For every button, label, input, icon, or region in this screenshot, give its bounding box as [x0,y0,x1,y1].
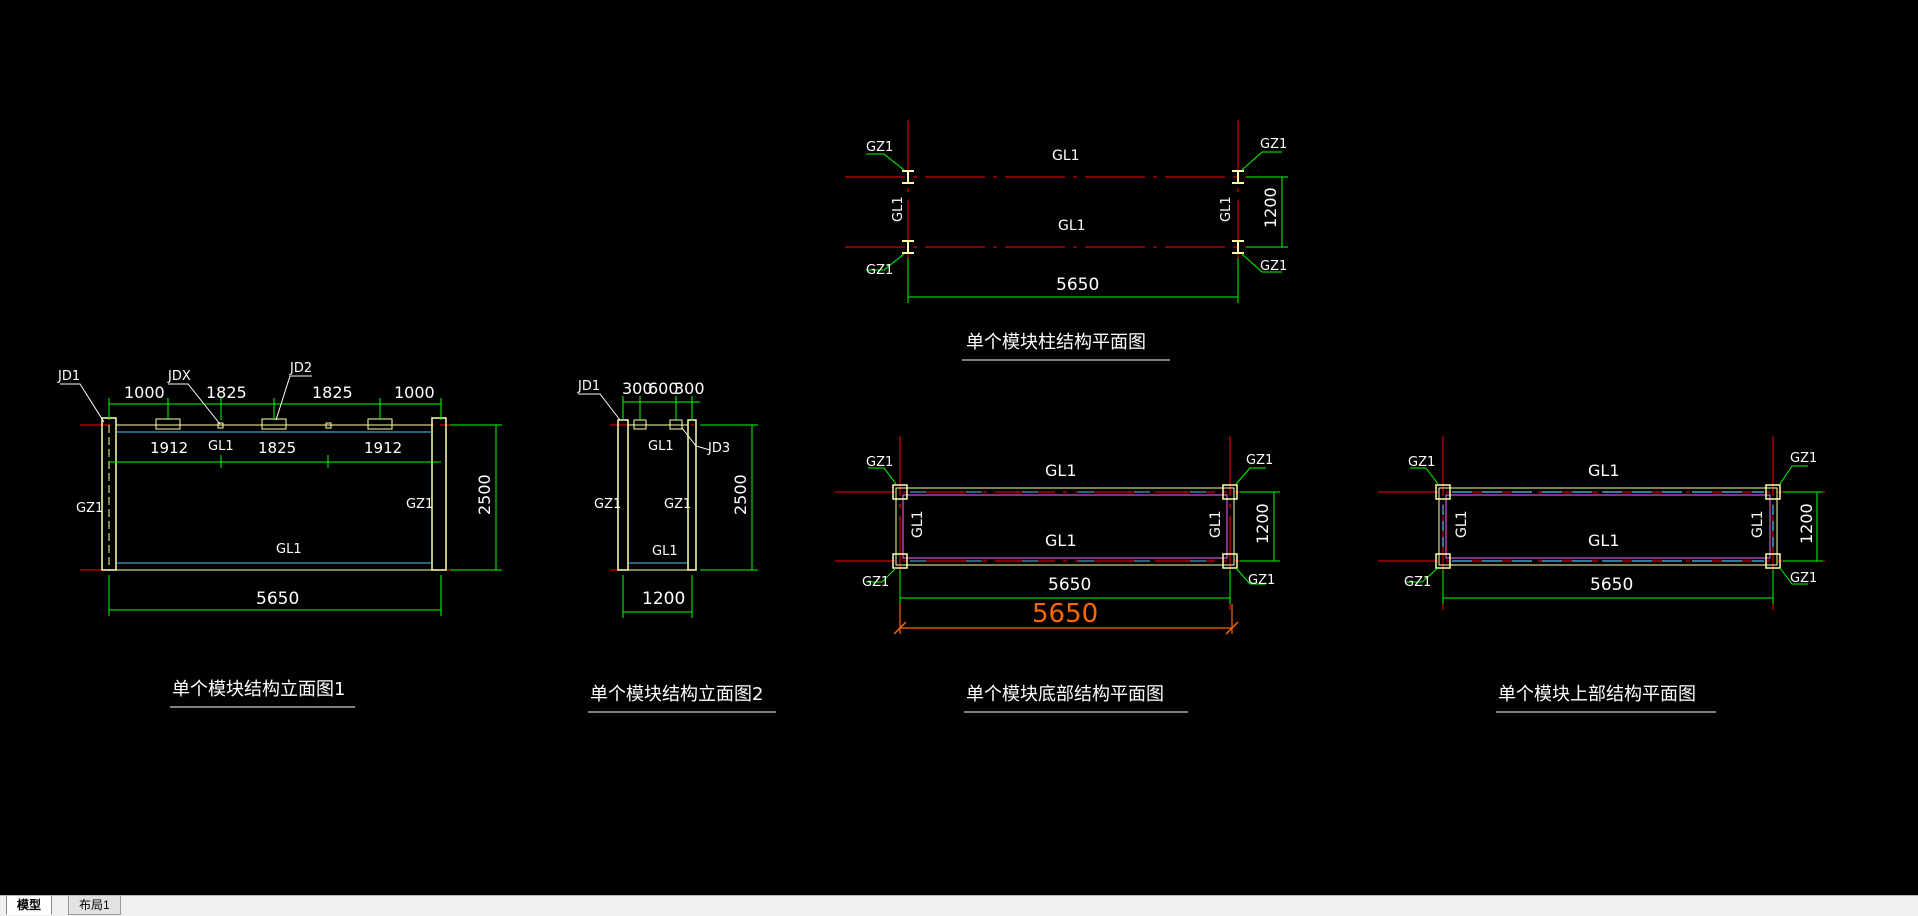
dim-5650-orange: 5650 [1032,599,1098,629]
dim-5650-tp: 5650 [1590,575,1633,595]
dim-5650-cp: 5650 [1056,275,1099,295]
label-gl1-mid-cp: GL1 [1058,218,1086,234]
dim-300-right: 300 [674,379,705,398]
label-jd1-e2: JD1 [577,379,600,394]
label-gz1-right: GZ1 [406,497,433,512]
dim-300-left: 300 [622,379,653,398]
title-bottom-plan: 单个模块底部结构平面图 [966,684,1164,705]
label-gz1-mid-e2: GZ1 [664,497,691,512]
dim-5650-bp: 5650 [1048,575,1091,595]
layout-tab-bar: 模型 布局1 [0,895,1918,916]
bottom-plan-drawing [835,436,1280,713]
label-jd1: JD1 [57,369,80,384]
label-gl1-top-cp: GL1 [1052,148,1080,164]
label-gl1-mid-bp: GL1 [1045,531,1077,550]
label-gz1-br-tp: GZ1 [1790,571,1817,586]
label-gl1-left-cp: GL1 [891,196,906,222]
label-gl1-left-tp: GL1 [1454,510,1470,538]
label-gl1-right-bp: GL1 [1208,510,1224,538]
dim-1000-left: 1000 [124,383,165,402]
title-column-plan: 单个模块柱结构平面图 [966,332,1146,353]
label-jd3: JD3 [707,441,730,456]
label-gl1-mid-tp: GL1 [1588,531,1620,550]
label-gz1-tr-cp: GZ1 [1260,137,1287,152]
label-gl1-right-tp: GL1 [1750,510,1766,538]
dim-5650: 5650 [256,589,299,609]
top-plan-labels: GZ1 GZ1 GZ1 GZ1 GL1 GL1 GL1 GL1 5650 120… [1404,451,1817,705]
label-gl1-left-bp: GL1 [910,510,926,538]
label-gl1-bottom-e2: GL1 [652,544,678,559]
title-elevation-1: 单个模块结构立面图1 [172,679,345,700]
label-gl1-top-tp: GL1 [1588,461,1620,480]
dim-1200-tp: 1200 [1797,503,1816,544]
cad-model-space[interactable]: JD1 JDX JD2 1000 1825 1825 1000 1912 182… [0,0,1918,895]
title-elevation-2: 单个模块结构立面图2 [590,684,763,705]
dim-1825-mid: 1825 [258,439,296,457]
dim-1200-bp: 1200 [1253,503,1272,544]
label-gz1-tl-cp: GZ1 [866,140,893,155]
label-gl1-bottom: GL1 [276,542,302,557]
label-gz1-tr-tp: GZ1 [1790,451,1817,466]
label-gz1-tl-tp: GZ1 [1408,455,1435,470]
label-gz1-tl-bp: GZ1 [866,455,893,470]
dim-1825-a: 1825 [206,383,247,402]
dim-2500-e2: 2500 [731,474,750,515]
label-gl1-top-e2: GL1 [648,439,674,454]
dim-600: 600 [648,379,679,398]
column-plan-labels: GZ1 GZ1 GZ1 GZ1 GL1 GL1 GL1 GL1 5650 120… [866,137,1287,353]
label-jdx: JDX [167,369,191,384]
column-plan-drawing [845,120,1288,361]
label-gz1-left: GZ1 [76,501,103,516]
dim-1200-cp: 1200 [1261,187,1280,228]
label-jd2: JD2 [289,361,312,376]
label-gl1-top-bp: GL1 [1045,461,1077,480]
label-gl1-right-cp: GL1 [1219,196,1234,222]
elevation-2-drawing [578,393,776,713]
elevation-2-labels: JD1 300 600 300 GL1 JD3 GZ1 GZ1 GL1 1200… [577,379,763,705]
dim-1912-right: 1912 [364,439,402,457]
elevation-1-labels: JD1 JDX JD2 1000 1825 1825 1000 1912 182… [57,361,494,700]
label-gz1-tr-bp: GZ1 [1246,453,1273,468]
elevation-1-drawing [60,375,502,708]
label-gz1-left-e2: GZ1 [594,497,621,512]
title-top-plan: 单个模块上部结构平面图 [1498,684,1696,705]
label-gz1-bl-tp: GZ1 [1404,575,1431,590]
tab-layout1[interactable]: 布局1 [68,896,121,915]
label-gz1-br-cp: GZ1 [1260,259,1287,274]
drawing-svg[interactable]: JD1 JDX JD2 1000 1825 1825 1000 1912 182… [0,0,1918,895]
dim-1912-left: 1912 [150,439,188,457]
label-gz1-bl-cp: GZ1 [866,263,893,278]
dim-2500: 2500 [475,474,494,515]
label-gl1-top: GL1 [208,439,234,454]
dim-1200-e2: 1200 [642,589,685,609]
label-gz1-br-bp: GZ1 [1248,573,1275,588]
top-plan-drawing [1378,436,1825,713]
dim-1000-right: 1000 [394,383,435,402]
dim-1825-b: 1825 [312,383,353,402]
tab-model[interactable]: 模型 [6,896,53,915]
bottom-plan-labels: GZ1 GZ1 GZ1 GZ1 GL1 GL1 GL1 GL1 5650 565… [862,453,1275,705]
label-gz1-bl-bp: GZ1 [862,575,889,590]
